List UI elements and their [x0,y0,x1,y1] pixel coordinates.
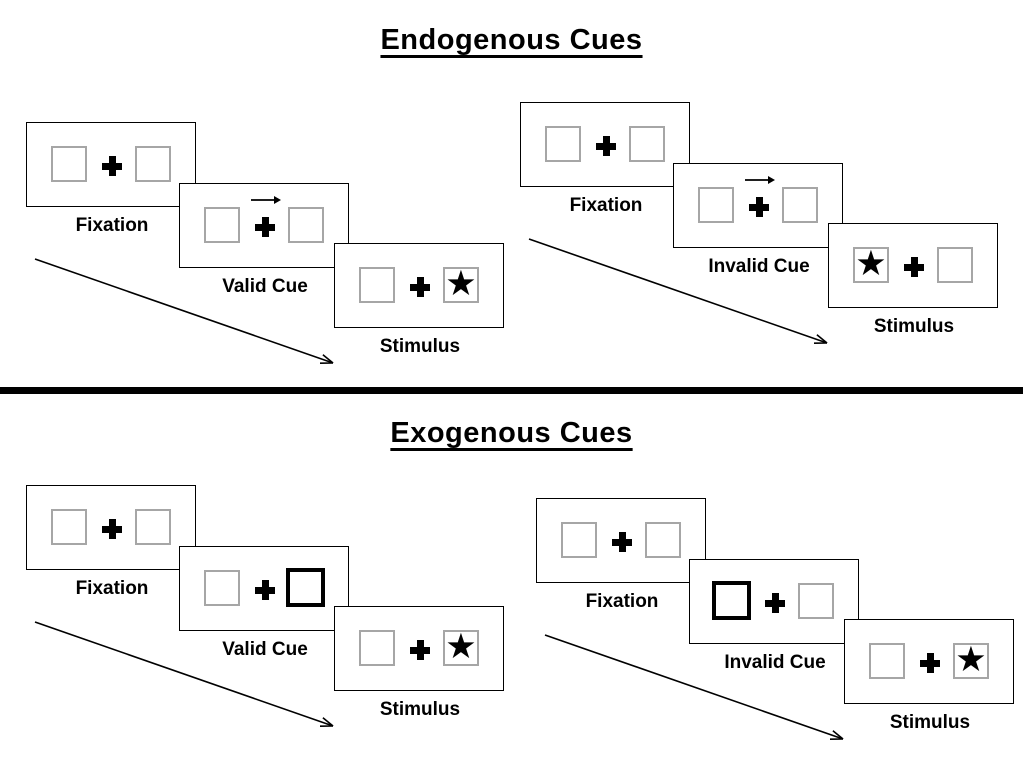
panel-fixation: Fixation [536,498,706,612]
section-divider [0,387,1023,394]
fixation-cross-icon [255,217,275,237]
panel-label: Fixation [585,591,659,612]
stimulus-box-right: ★ [443,267,479,303]
placeholder-box-left [869,643,905,679]
cue-arrow-right-icon [745,176,775,184]
time-flow-arrow [528,238,828,344]
panel-label: Fixation [75,578,149,599]
stimulus-star-icon: ★ [445,627,477,667]
panel-label: Invalid Cue [724,652,826,673]
cue-arrow-right-icon [251,196,281,204]
stimulus-star-icon: ★ [445,264,477,304]
panel-valid-cue: Valid Cue [179,546,349,660]
panel-label: Stimulus [889,712,971,733]
placeholder-box-right [782,187,818,223]
cue-highlight-box-left [712,581,751,620]
stimulus-star-icon: ★ [855,244,887,284]
panel-label: Valid Cue [222,276,308,297]
placeholder-box-right [937,247,973,283]
placeholder-box-right [135,509,171,545]
fixation-cross-icon [102,156,122,176]
panel-label: Stimulus [379,336,461,357]
placeholder-box-right [288,207,324,243]
placeholder-box-left [204,207,240,243]
panel-label: Valid Cue [222,639,308,660]
panel-valid-cue: Valid Cue [179,183,349,297]
fixation-cross-icon [904,257,924,277]
panel-stimulus: ★ Stimulus [334,243,504,357]
sequence-exogenous-invalid: Fixation Invalid Cue ★ Stimulus [536,498,1016,760]
placeholder-box-right [135,146,171,182]
fixation-cross-icon [102,519,122,539]
panel-stimulus: ★ Stimulus [334,606,504,720]
stimulus-box-left: ★ [853,247,889,283]
fixation-cross-icon [410,640,430,660]
placeholder-box-left [698,187,734,223]
panel-label: Stimulus [873,316,955,337]
panel-label: Fixation [75,215,149,236]
sequence-endogenous-invalid: Fixation Invalid Cue ★ Stimulus [520,102,1000,364]
exogenous-section-title: Exogenous Cues [390,417,633,449]
placeholder-box-right [798,583,834,619]
panel-stimulus: ★ Stimulus [828,223,998,337]
placeholder-box-right [645,522,681,558]
fixation-cross-icon [749,197,769,217]
time-flow-arrow [34,621,334,727]
fixation-cross-icon [612,532,632,552]
panel-fixation: Fixation [26,122,196,236]
stimulus-box-right: ★ [443,630,479,666]
placeholder-box-left [359,267,395,303]
panel-label: Fixation [569,195,643,216]
panel-fixation: Fixation [520,102,690,216]
cue-highlight-box-right [286,568,325,607]
panel-fixation: Fixation [26,485,196,599]
fixation-cross-icon [920,653,940,673]
placeholder-box-left [51,146,87,182]
fixation-cross-icon [596,136,616,156]
panel-label: Invalid Cue [708,256,810,277]
time-flow-arrow [544,634,844,740]
placeholder-box-left [51,509,87,545]
fixation-cross-icon [255,580,275,600]
stimulus-box-right: ★ [953,643,989,679]
placeholder-box-left [359,630,395,666]
sequence-endogenous-valid: Fixation Valid Cue ★ Stimulus [26,122,506,384]
panel-invalid-cue: Invalid Cue [689,559,859,673]
stimulus-star-icon: ★ [955,640,987,680]
time-flow-arrow [34,258,334,364]
endogenous-section-title: Endogenous Cues [380,24,643,56]
panel-stimulus: ★ Stimulus [844,619,1014,733]
placeholder-box-left [204,570,240,606]
panel-invalid-cue: Invalid Cue [673,163,843,277]
placeholder-box-right [629,126,665,162]
fixation-cross-icon [410,277,430,297]
placeholder-box-left [545,126,581,162]
panel-label: Stimulus [379,699,461,720]
sequence-exogenous-valid: Fixation Valid Cue ★ Stimulus [26,485,506,747]
fixation-cross-icon [765,593,785,613]
placeholder-box-left [561,522,597,558]
